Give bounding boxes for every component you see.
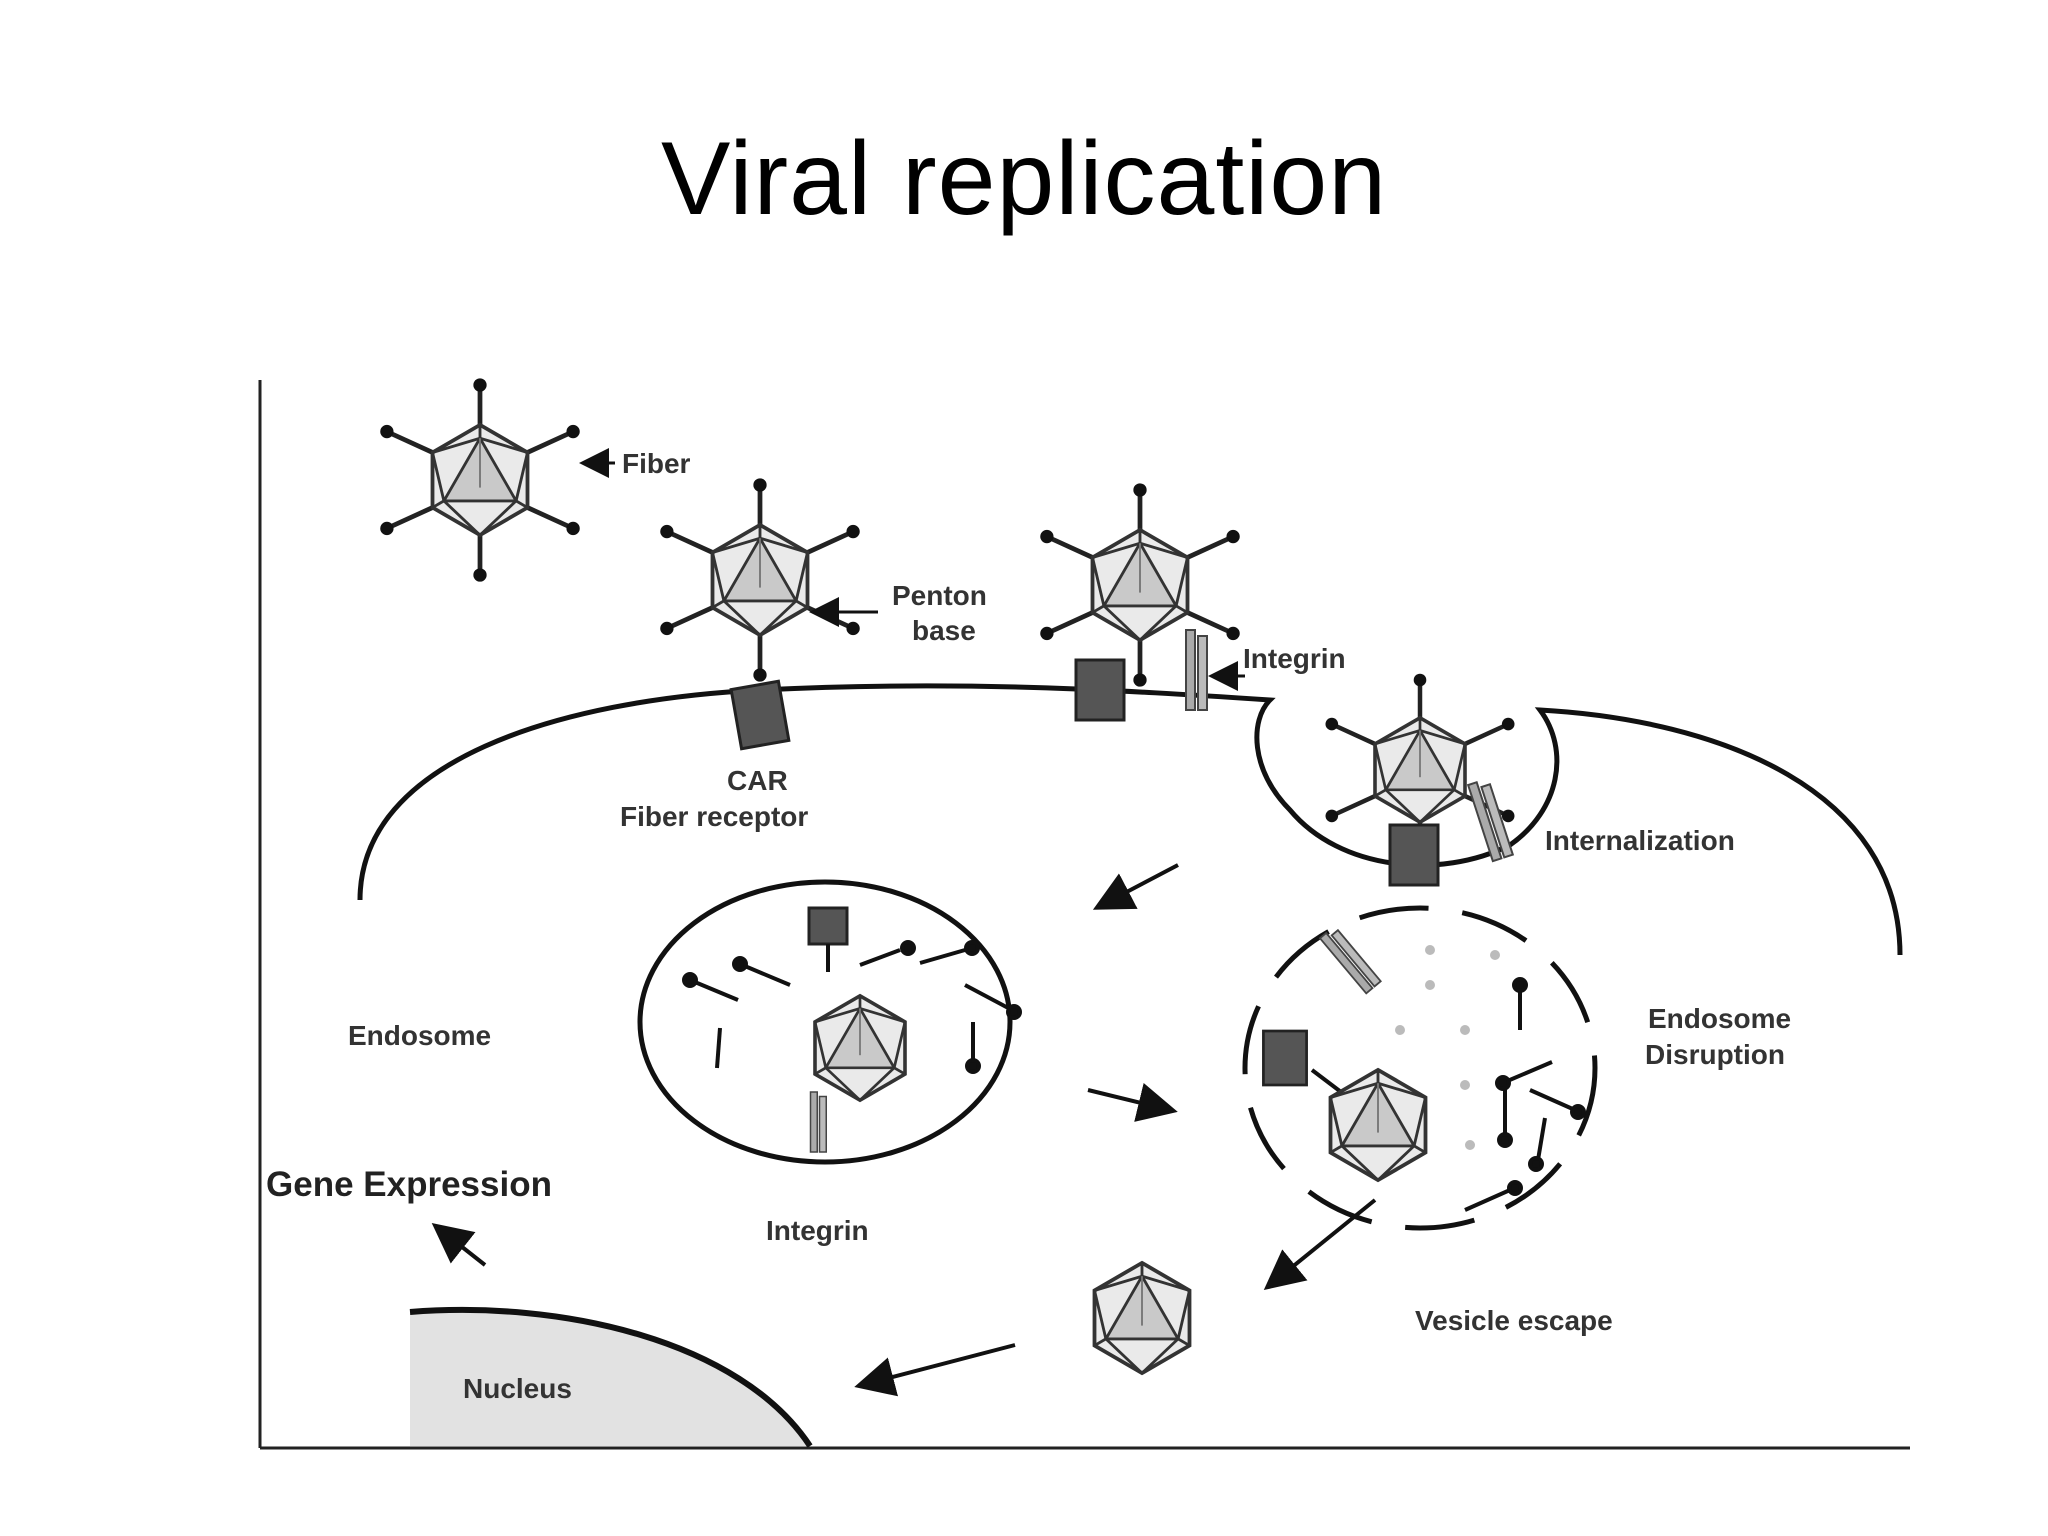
endosome-disruption-label-line2: Disruption	[1645, 1039, 1785, 1070]
disrupted-free-fibers	[1464, 977, 1586, 1212]
free-virion	[380, 378, 580, 581]
disrupted-debris-dots	[1395, 945, 1500, 1150]
car-label-line2: Fiber receptor	[620, 801, 808, 832]
nucleus-label: Nucleus	[463, 1373, 572, 1404]
disrupted-endosome	[1242, 905, 1598, 1231]
internalization-label: Internalization	[1545, 825, 1735, 856]
nucleus-fill	[410, 1309, 810, 1446]
arrow-to-gene-expression	[431, 1223, 487, 1267]
endosome-free-fibers	[682, 940, 1022, 1074]
endosome-vesicle	[637, 879, 1013, 1165]
endosome-integrin	[809, 1091, 827, 1153]
penton-base-label-line2: base	[912, 615, 976, 646]
arrow-to-nucleus	[854, 1343, 1016, 1397]
car-receptor-3	[1388, 823, 1440, 887]
arrow-to-endosome	[1092, 863, 1179, 910]
penton-base-label-line1: Penton	[892, 580, 987, 611]
slide-title: Viral replication	[660, 121, 1388, 237]
escaped-capsid	[1092, 1261, 1192, 1375]
vesicle-escape-label: Vesicle escape	[1415, 1305, 1613, 1336]
disrupted-integrin	[1319, 925, 1382, 995]
integrin-bottom-label: Integrin	[766, 1215, 869, 1246]
disrupted-capsid	[1328, 1068, 1428, 1182]
nucleus-membrane	[409, 1307, 813, 1448]
disrupted-car	[1262, 1029, 1308, 1087]
arrow-to-free-capsid	[1263, 1198, 1377, 1291]
gene-expression-label: Gene Expression	[266, 1165, 552, 1204]
arrow-to-disruption	[1087, 1082, 1178, 1122]
endosome-capsid	[813, 993, 907, 1102]
car-label-line1: CAR	[727, 765, 788, 796]
endosome-car	[807, 906, 849, 972]
endosome-disruption-label-line1: Endosome	[1648, 1003, 1791, 1034]
car-receptor-2	[1074, 658, 1126, 722]
endosome-label: Endosome	[348, 1020, 491, 1051]
fiber-label: Fiber	[622, 448, 691, 479]
integrin-top-label: Integrin	[1243, 643, 1346, 674]
integrin-bound-virion	[1040, 483, 1240, 686]
cell-membrane	[357, 683, 1903, 956]
car-bound-virion	[660, 478, 860, 681]
car-receptor-1	[729, 679, 791, 751]
integrin-receptor-1	[1185, 629, 1208, 711]
